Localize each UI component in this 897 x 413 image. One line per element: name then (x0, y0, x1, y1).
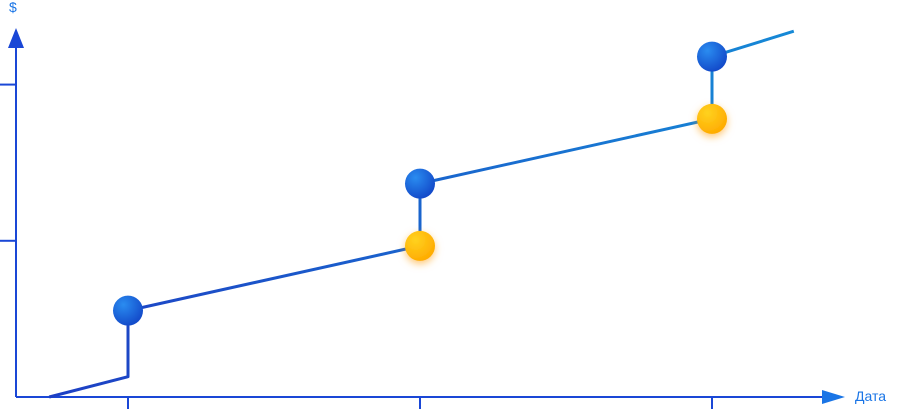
y-axis-arrow-icon (8, 28, 24, 48)
accrual-point (697, 103, 727, 134)
deposit-point (697, 41, 727, 72)
balance-line (48, 29, 795, 399)
deposit-point (113, 295, 143, 326)
series-line-group (48, 29, 795, 399)
deposit-point (405, 168, 435, 199)
accrual-point (405, 230, 435, 261)
axes (0, 28, 845, 409)
data-points (113, 41, 727, 326)
x-axis-label: Дата (855, 388, 887, 404)
x-axis-arrow-icon (822, 390, 845, 404)
y-axis-label: $ (9, 0, 17, 15)
